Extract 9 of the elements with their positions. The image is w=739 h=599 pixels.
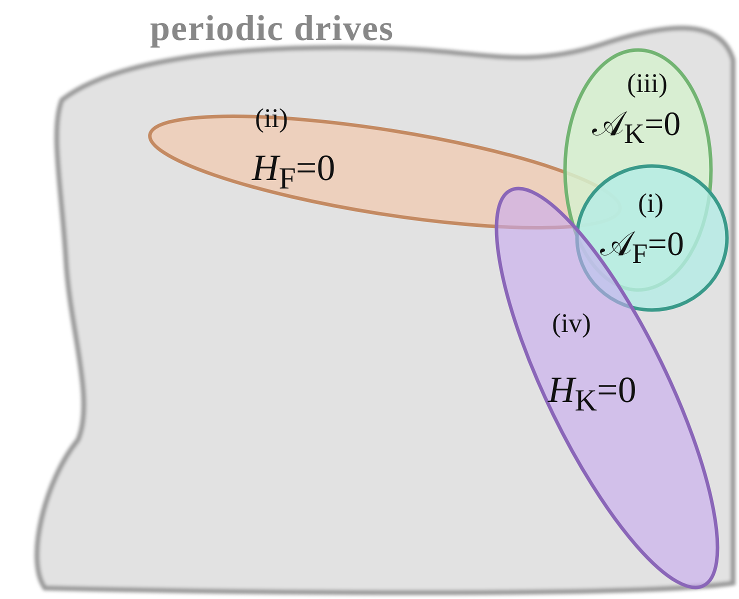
region-label: (iv) — [552, 310, 591, 337]
equation-label: H$_{K}$=0 — [548, 372, 636, 416]
equation-label: 𝒜$_{F}$=0 — [600, 228, 684, 270]
equation-label: 𝒜$_{K}$=0 — [592, 108, 681, 150]
region-label: (ii) — [255, 105, 288, 132]
region-label: (i) — [638, 190, 664, 217]
set-label: periodic drives — [150, 10, 394, 46]
region-label: (iii) — [627, 70, 668, 97]
equation-label: H$_{F}$=0 — [252, 150, 336, 194]
